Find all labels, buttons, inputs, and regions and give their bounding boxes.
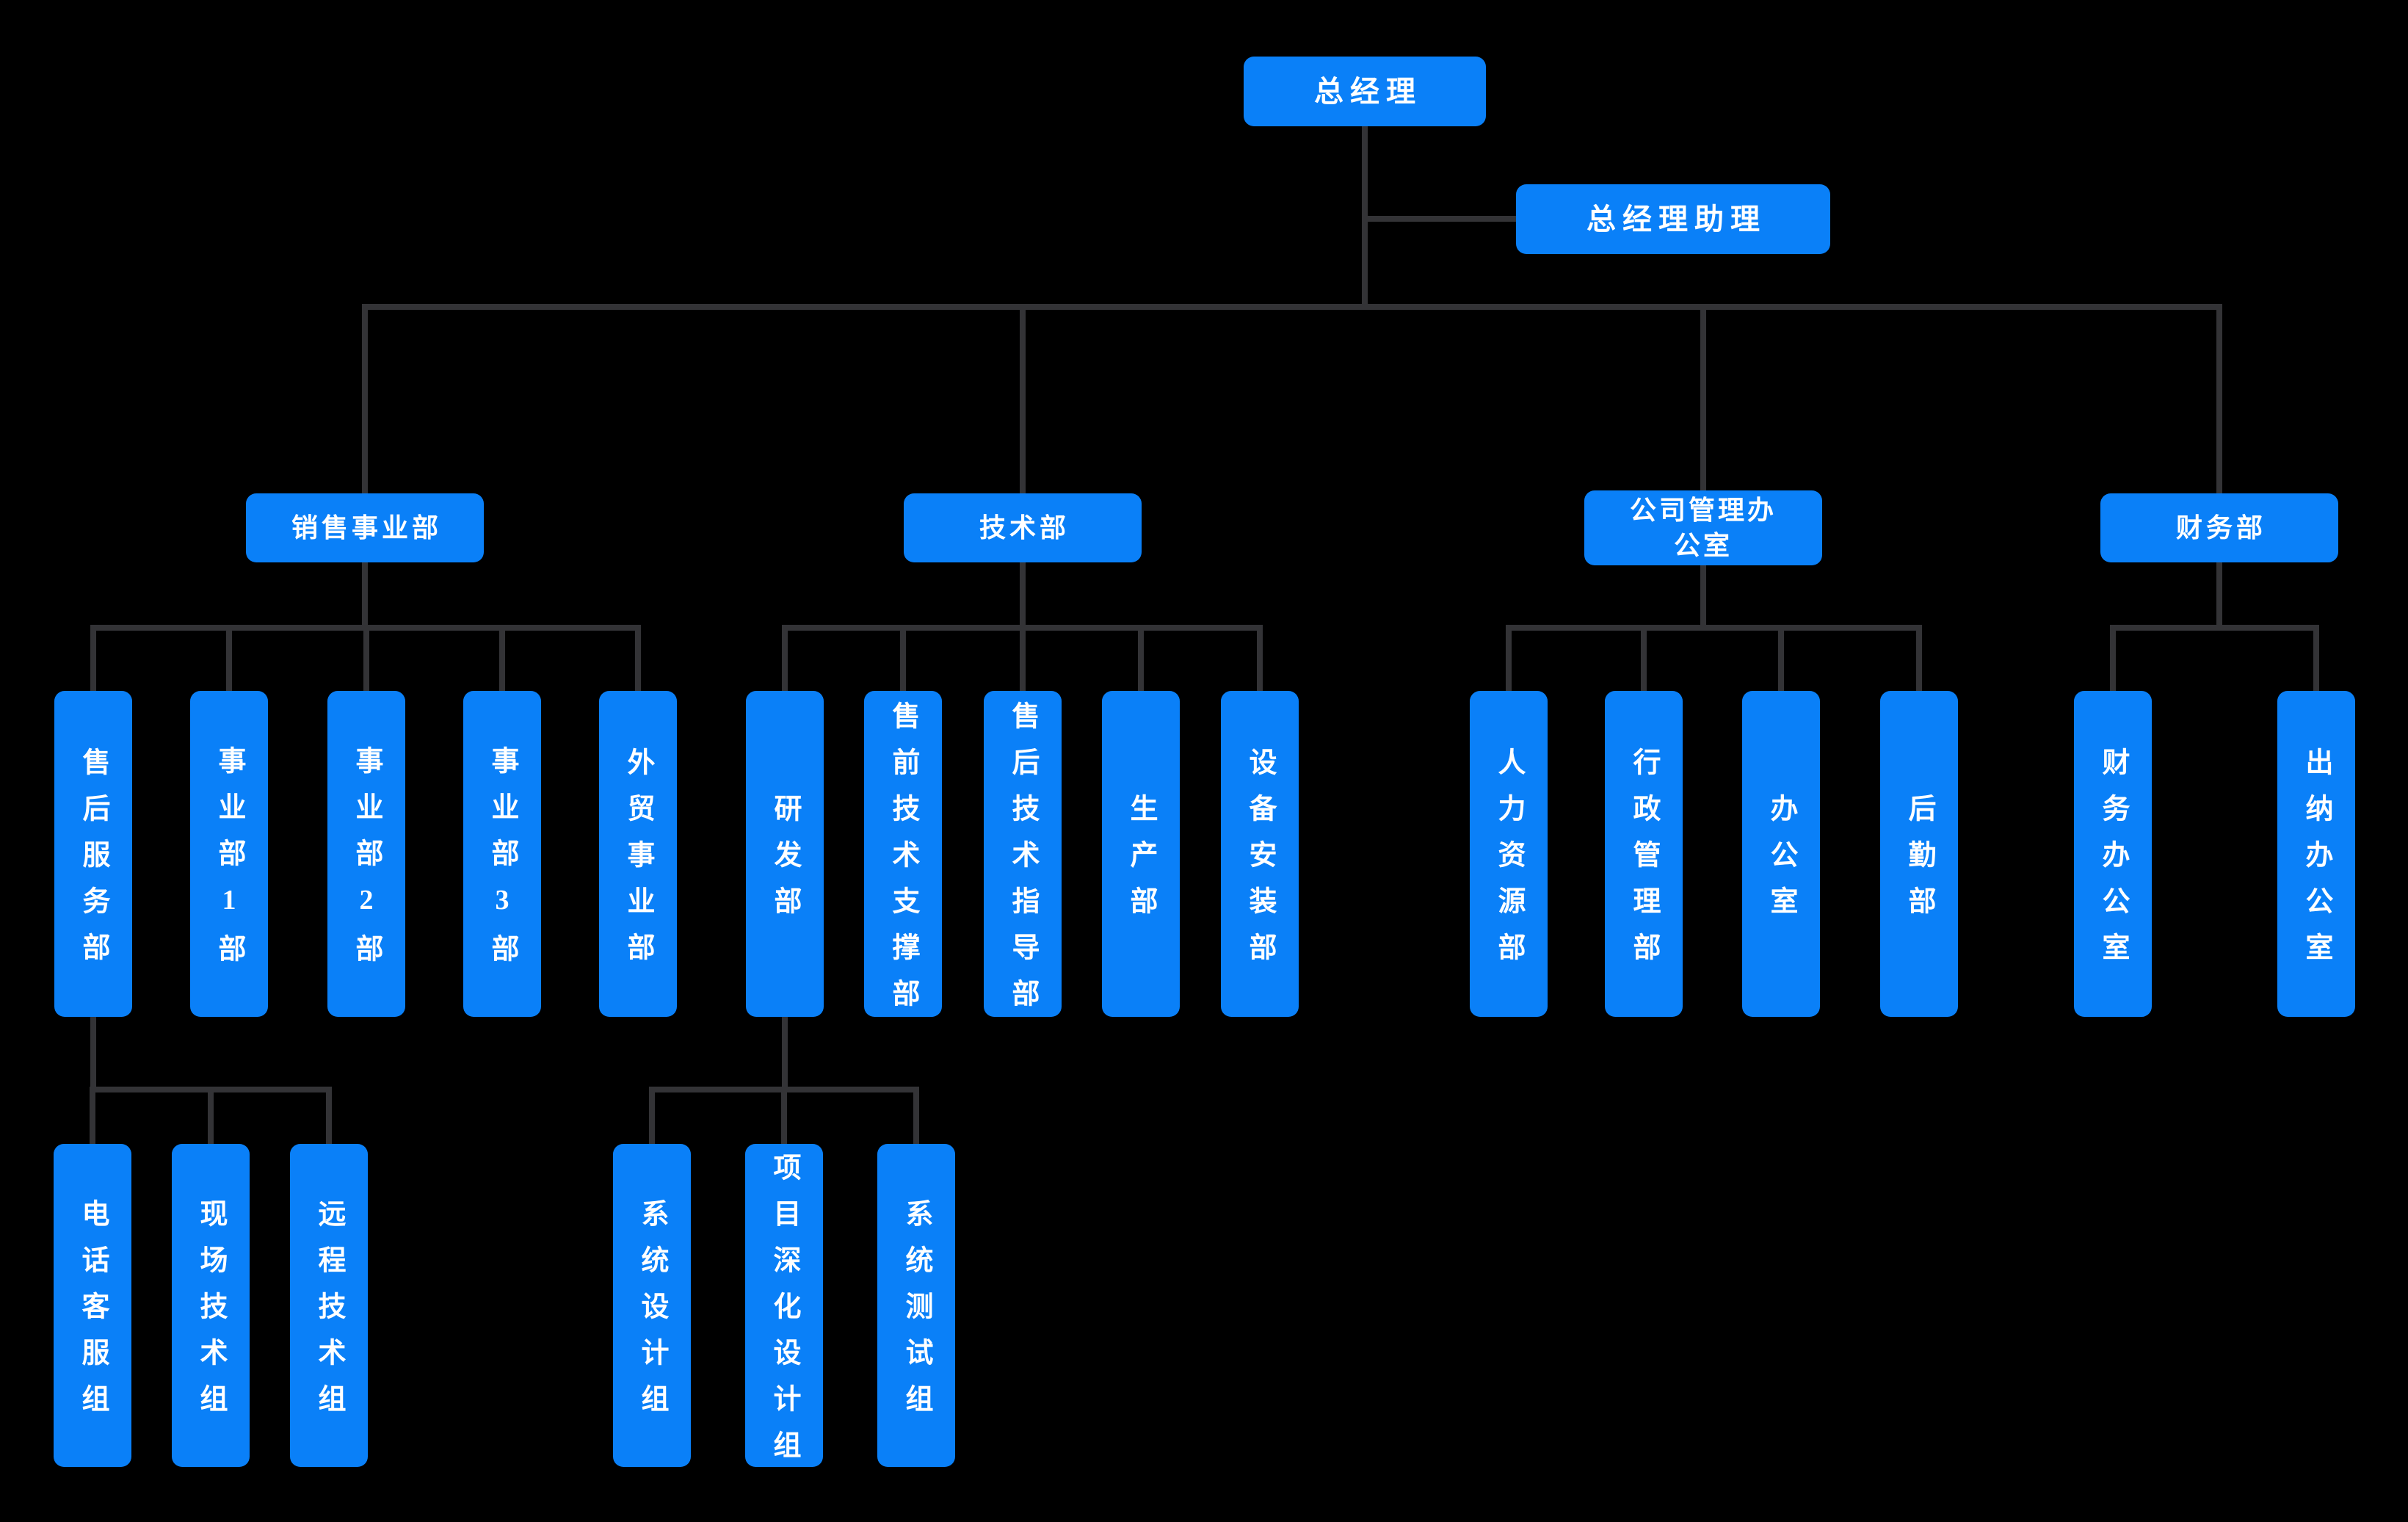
node-aftersales-tech-guidance-dept[interactable]: 售后技术指导部 — [984, 691, 1062, 1025]
connector-line — [913, 1090, 919, 1144]
connector-line — [363, 628, 369, 691]
connector-line — [1506, 625, 1922, 631]
node-logistics-dept[interactable]: 后勤部 — [1880, 691, 1958, 1017]
node-after-sales-service-dept[interactable]: 售后服务部 — [54, 691, 132, 1017]
node-label: 售前技术支撑部 — [888, 701, 918, 1025]
node-label: 研发部 — [769, 794, 800, 932]
connector-line — [1362, 216, 1516, 222]
node-label: 外贸事业部 — [623, 747, 653, 979]
connector-line — [2313, 628, 2319, 691]
connector-line — [1641, 628, 1647, 691]
connector-line — [90, 1090, 95, 1144]
node-foreign-trade-division[interactable]: 外贸事业部 — [599, 691, 677, 1017]
connector-line — [2110, 628, 2116, 691]
node-hr-dept[interactable]: 人力资源部 — [1470, 691, 1548, 1017]
connector-line — [1506, 628, 1512, 691]
node-sales-division[interactable]: 销售事业部 — [246, 493, 484, 562]
node-label: 售后技术指导部 — [1007, 701, 1038, 1025]
connector-line — [362, 304, 2222, 310]
node-onsite-tech-group[interactable]: 现场技术组 — [172, 1144, 250, 1467]
node-division-2[interactable]: 事业部2部 — [327, 691, 405, 1017]
connector-line — [226, 628, 232, 691]
node-presales-tech-support-dept[interactable]: 售前技术支撑部 — [864, 691, 942, 1025]
connector-line — [1916, 628, 1922, 691]
node-label: 人力资源部 — [1493, 747, 1524, 979]
node-project-detail-design-group[interactable]: 项目深化设计组 — [745, 1144, 823, 1476]
node-finance-dept[interactable]: 财务部 — [2100, 493, 2338, 562]
node-division-1[interactable]: 事业部1部 — [190, 691, 268, 1017]
node-label: 事业部3部 — [487, 746, 518, 980]
node-system-design-group[interactable]: 系统设计组 — [613, 1144, 691, 1467]
node-label: 远程技术组 — [313, 1199, 344, 1430]
connector-line — [499, 628, 505, 691]
connector-line — [635, 628, 641, 691]
node-label: 财务部 — [2175, 513, 2266, 543]
connector-line — [782, 1017, 788, 1092]
node-label: 设备安装部 — [1244, 747, 1275, 979]
node-production-dept[interactable]: 生产部 — [1102, 691, 1180, 1017]
node-finance-office[interactable]: 财务办公室 — [2074, 691, 2152, 1017]
node-label: 销售事业部 — [291, 513, 442, 543]
connector-line — [2216, 307, 2222, 493]
node-label: 后勤部 — [1904, 794, 1934, 932]
node-label: 技术部 — [979, 513, 1070, 543]
connector-line — [1700, 565, 1706, 631]
node-label: 系统设计组 — [637, 1199, 667, 1430]
node-rd-dept[interactable]: 研发部 — [746, 691, 824, 1017]
node-equipment-install-dept[interactable]: 设备安装部 — [1221, 691, 1299, 1017]
node-office[interactable]: 办公室 — [1742, 691, 1820, 1017]
node-system-test-group[interactable]: 系统测试组 — [877, 1144, 955, 1467]
connector-line — [1778, 628, 1784, 691]
node-label: 事业部1部 — [214, 746, 244, 980]
connector-line — [782, 628, 788, 691]
node-label: 电话客服组 — [77, 1199, 108, 1430]
connector-line — [1700, 307, 1706, 490]
connector-line — [900, 628, 906, 691]
node-general-manager[interactable]: 总经理 — [1244, 57, 1486, 126]
node-label: 售后服务部 — [78, 747, 109, 979]
node-phone-service-group[interactable]: 电话客服组 — [54, 1144, 131, 1467]
connector-line — [208, 1090, 214, 1144]
node-cashier-office[interactable]: 出纳办公室 — [2277, 691, 2355, 1017]
connector-line — [90, 628, 96, 691]
connector-line — [649, 1090, 655, 1144]
connector-line — [1020, 628, 1026, 691]
node-label: 总经理助理 — [1586, 202, 1766, 236]
connector-line — [781, 1090, 787, 1144]
connector-line — [1020, 562, 1026, 631]
node-tech-dept[interactable]: 技术部 — [904, 493, 1142, 562]
node-label: 事业部2部 — [351, 746, 382, 980]
node-mgmt-office[interactable]: 公司管理办公室 — [1584, 490, 1822, 565]
connector-line — [362, 307, 368, 493]
node-label: 生产部 — [1125, 794, 1156, 932]
node-division-3[interactable]: 事业部3部 — [463, 691, 541, 1017]
node-label: 系统测试组 — [901, 1199, 932, 1430]
node-label: 行政管理部 — [1628, 747, 1659, 979]
node-label: 项目深化设计组 — [769, 1153, 799, 1476]
node-gm-assistant[interactable]: 总经理助理 — [1516, 184, 1830, 254]
connector-line — [1020, 307, 1026, 493]
node-label: 公司管理办公室 — [1629, 496, 1777, 560]
node-label: 现场技术组 — [195, 1199, 226, 1430]
node-label: 总经理 — [1314, 74, 1422, 108]
node-admin-mgmt-dept[interactable]: 行政管理部 — [1605, 691, 1683, 1017]
node-remote-tech-group[interactable]: 远程技术组 — [290, 1144, 368, 1467]
connector-line — [90, 1017, 96, 1092]
connector-line — [1257, 628, 1263, 691]
connector-line — [1138, 628, 1144, 691]
connector-line — [2110, 625, 2319, 631]
node-label: 出纳办公室 — [2301, 747, 2332, 979]
connector-line — [326, 1090, 332, 1144]
connector-line — [362, 562, 368, 631]
node-label: 财务办公室 — [2097, 747, 2128, 979]
node-label: 办公室 — [1766, 794, 1796, 932]
connector-line — [2216, 562, 2222, 631]
